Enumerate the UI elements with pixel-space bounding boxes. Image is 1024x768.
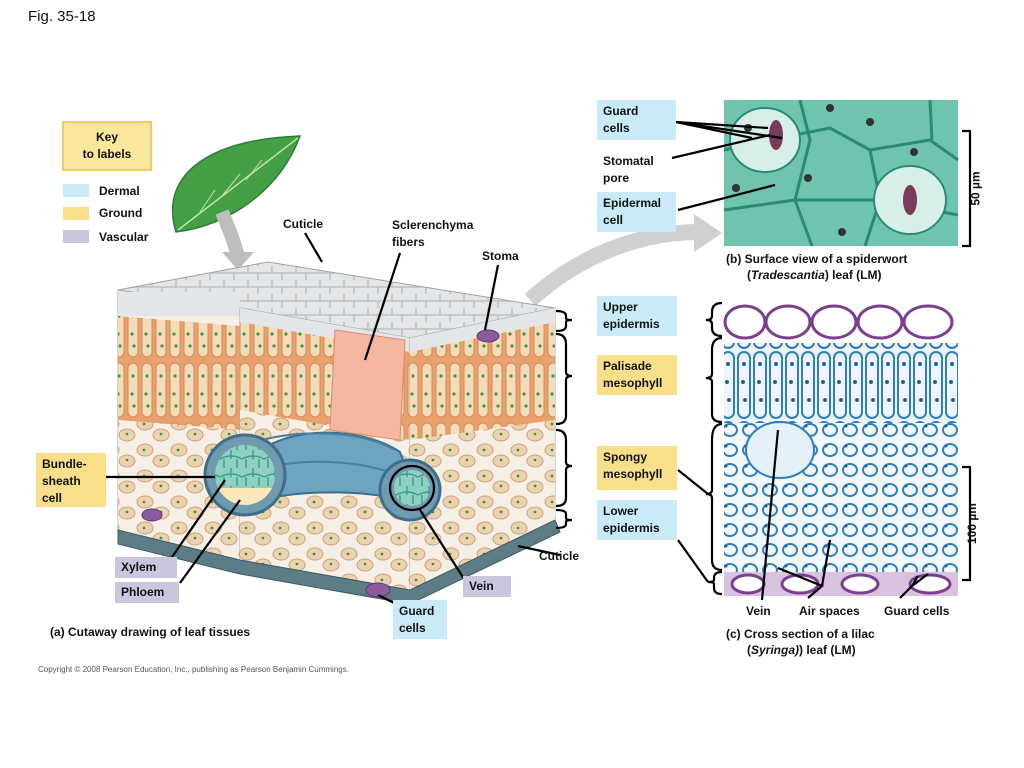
label-bundle-sheath-line3: cell (42, 491, 63, 505)
label-epidermal-cell-line1: Epidermal (603, 196, 662, 210)
label-sclerenchyma-line1: Sclerenchyma (392, 218, 474, 232)
label-upper-epidermis-line2: epidermis (603, 317, 660, 331)
panel-a-leaders (106, 232, 561, 606)
key-swatch-ground (63, 207, 89, 220)
label-phloem: Phloem (115, 582, 179, 603)
panel-c-leaders (555, 301, 972, 601)
label-vein-c: Vein (746, 604, 771, 618)
label-bundle-sheath-cell: Bundle- sheath cell (36, 453, 106, 507)
key-title-line2: to labels (82, 147, 132, 161)
caption-panel-b-pre: ( (747, 268, 751, 282)
caption-panel-c-post: ) leaf (LM) (799, 643, 856, 657)
key-title-line1: Key (95, 130, 118, 144)
scale-bar-50um: 50 µm (968, 171, 983, 206)
label-epidermal-cell-line2: cell (603, 213, 624, 227)
label-guard-cells-b-line2: cells (603, 121, 630, 135)
label-guard-cells-a-line2: cells (399, 621, 426, 635)
label-spongy-mesophyll-line1: Spongy (603, 450, 647, 464)
label-lower-epidermis: Lower epidermis (597, 500, 677, 540)
caption-panel-b-line1: (b) Surface view of a spiderwort (726, 252, 908, 266)
scale-bar-100um: 100 µm (964, 503, 979, 544)
label-guard-cells-b: Guard cells (597, 100, 676, 140)
label-guard-cells-a: Guard cells (393, 600, 447, 639)
cross-section-micrograph (723, 303, 958, 596)
label-bundle-sheath-line1: Bundle- (42, 457, 87, 471)
label-palisade-mesophyll-line1: Palisade (603, 359, 652, 373)
copyright-notice: Copyright © 2008 Pearson Education, Inc.… (38, 665, 349, 674)
key-swatch-vascular (63, 230, 89, 243)
label-guard-cells-b-line1: Guard (603, 104, 639, 118)
label-lower-epidermis-line2: epidermis (603, 521, 660, 535)
label-palisade-mesophyll-line2: mesophyll (603, 376, 663, 390)
leaf-illustration (171, 135, 302, 233)
label-cuticle-bottom: Cuticle (539, 549, 580, 563)
label-stoma: Stoma (482, 249, 519, 263)
label-guard-cells-c: Guard cells (884, 604, 950, 618)
caption-panel-b-post: ) leaf (LM) (824, 268, 882, 282)
label-palisade-mesophyll: Palisade mesophyll (597, 355, 677, 395)
caption-panel-c-italic: Syringa) (751, 643, 800, 657)
key-swatch-dermal (63, 184, 89, 197)
figure-number: Fig. 35-18 (28, 8, 96, 25)
caption-panel-c-line1: (c) Cross section of a lilac (726, 627, 875, 641)
label-xylem: Xylem (115, 557, 177, 578)
label-stomatal-pore-line2: pore (603, 171, 630, 185)
label-cuticle-top: Cuticle (283, 217, 324, 231)
label-lower-epidermis-line1: Lower (603, 504, 639, 518)
label-upper-epidermis: Upper epidermis (597, 296, 677, 336)
caption-panel-b-italic: Tradescantia (751, 268, 825, 282)
leaf-block (117, 261, 561, 605)
label-epidermal-cell: Epidermal cell (597, 192, 676, 232)
panel-b-leaders (671, 120, 972, 248)
caption-panel-c-pre: ( (747, 643, 751, 657)
caption-panel-c-line2: (Syringa)) leaf (LM) (747, 642, 856, 659)
key-label-ground: Ground (99, 206, 143, 220)
label-bundle-sheath-line2: sheath (42, 474, 81, 488)
key-box: Key to labels (62, 121, 152, 171)
label-guard-cells-a-line1: Guard (399, 604, 435, 618)
label-air-spaces: Air spaces (799, 604, 860, 618)
label-stomatal-pore-line1: Stomatal (603, 154, 654, 168)
caption-panel-b-line2: (Tradescantia) leaf (LM) (747, 267, 882, 284)
caption-panel-a: (a) Cutaway drawing of leaf tissues (50, 625, 251, 639)
label-upper-epidermis-line1: Upper (603, 300, 638, 314)
label-spongy-mesophyll-line2: mesophyll (603, 467, 663, 481)
label-vein-a: Vein (463, 576, 511, 597)
key-label-vascular: Vascular (99, 230, 149, 244)
surface-view-micrograph (723, 99, 959, 247)
label-sclerenchyma-line2: fibers (392, 235, 425, 249)
label-spongy-mesophyll: Spongy mesophyll (597, 446, 677, 490)
key-label-dermal: Dermal (99, 184, 140, 198)
